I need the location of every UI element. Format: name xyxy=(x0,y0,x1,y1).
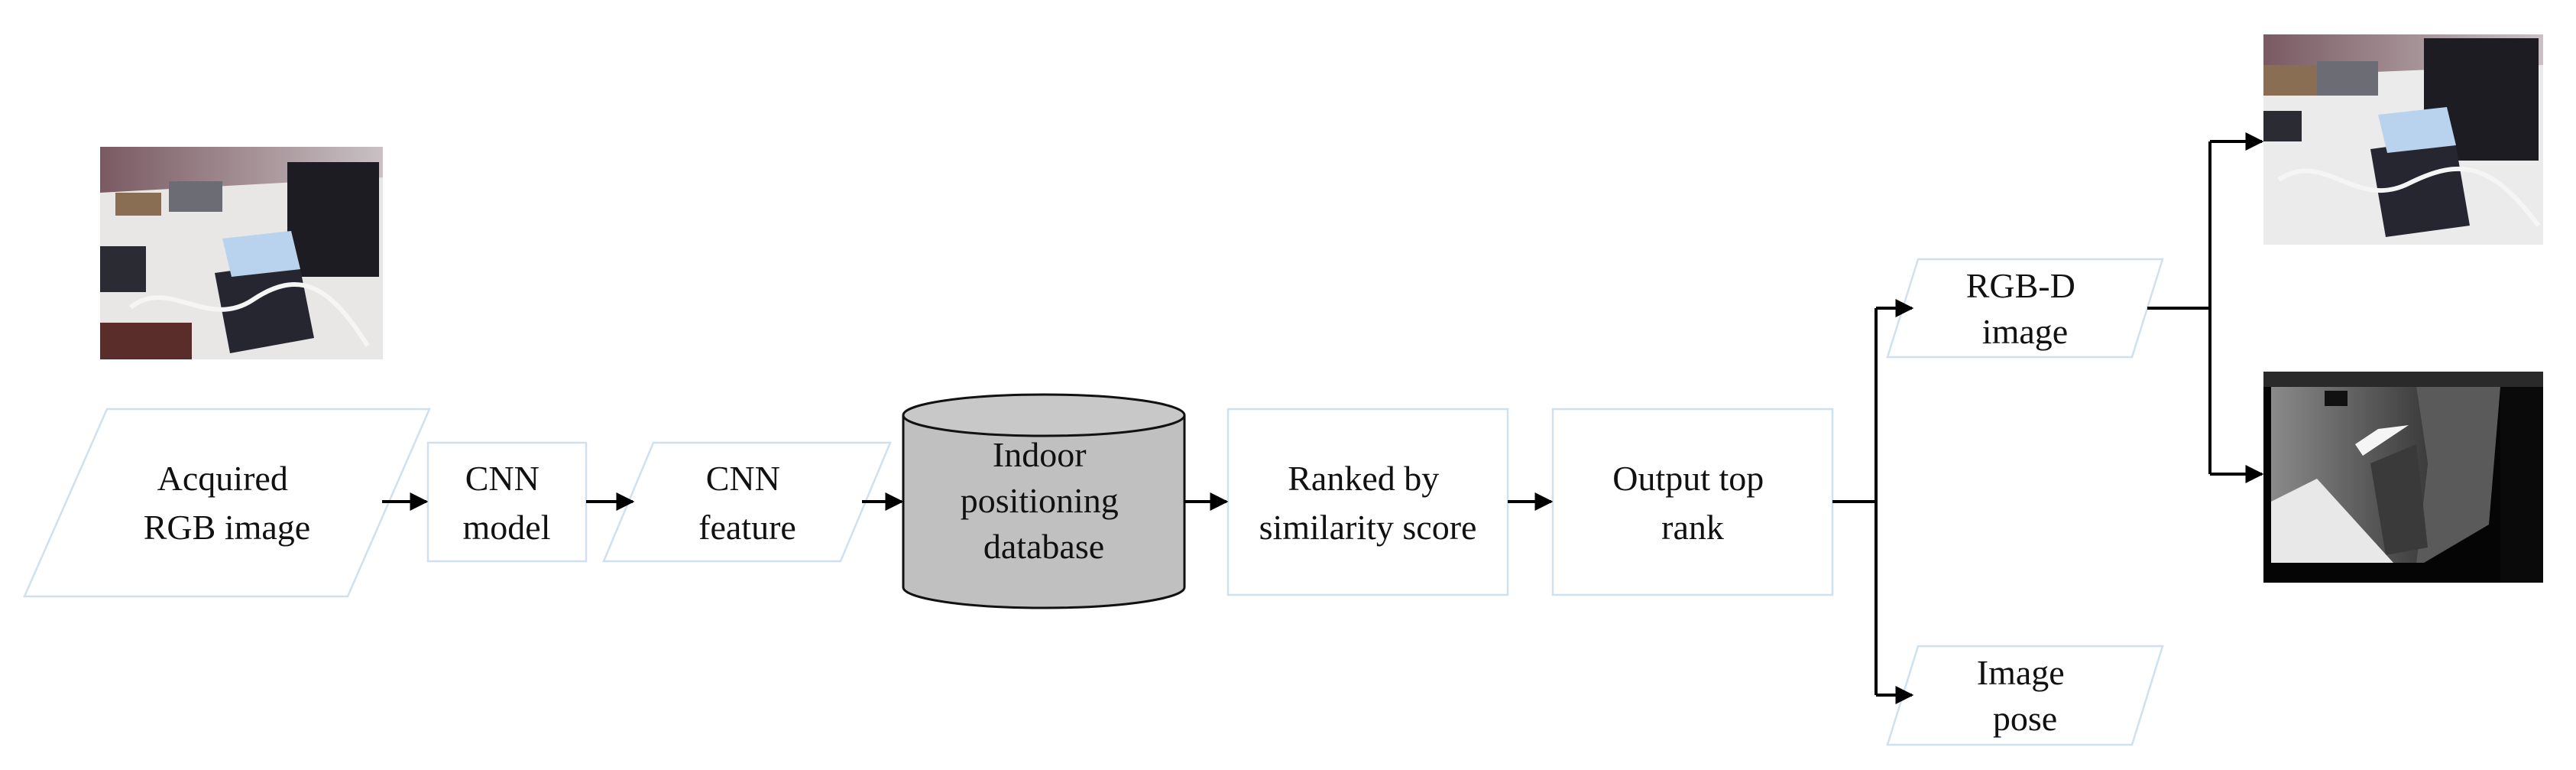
ranked-line-1: Ranked by xyxy=(1288,459,1439,498)
cnn-feature-line-1: CNN xyxy=(706,459,780,498)
svg-text:CNN feature: CNN feature xyxy=(698,459,796,547)
svg-text:RGB-D image: RGB-D image xyxy=(1966,266,2085,351)
output-top-rank-node: Output top rank xyxy=(1551,408,1834,596)
database-line-1: Indoor xyxy=(993,435,1087,474)
acquired-rgb-image-line-1: Acquired xyxy=(157,459,288,498)
output-top-rank-line-1: Output top xyxy=(1612,459,1764,498)
image-pose-line-1: Image xyxy=(1977,653,2065,692)
svg-text:Indoor positioning: Indoor positioning database xyxy=(961,435,1128,566)
svg-text:CNN model: CNN model xyxy=(463,459,551,547)
database-line-3: database xyxy=(983,527,1104,566)
svg-text:Acquired RGB image: Acquired RGB image xyxy=(144,459,310,547)
indoor-positioning-database-node: Indoor positioning database xyxy=(902,393,1186,609)
ranked-line-2: similarity score xyxy=(1259,508,1477,547)
retrieved-rgb-photo xyxy=(2263,34,2543,245)
connectors xyxy=(382,132,2264,704)
retrieved-depth-map xyxy=(2263,372,2543,583)
svg-text:Ranked by similarity sco: Ranked by similarity score xyxy=(1259,459,1477,547)
cnn-model-node: CNN model xyxy=(426,441,588,563)
svg-text:Output top rank: Output top rank xyxy=(1612,459,1773,547)
image-pose-line-2: pose xyxy=(1993,699,2057,738)
rgbd-image-node: RGB-D image xyxy=(1886,258,2164,359)
output-top-rank-line-2: rank xyxy=(1661,508,1724,547)
cnn-model-line-2: model xyxy=(463,508,551,547)
cnn-feature-node: CNN feature xyxy=(602,441,892,563)
rgbd-image-line-2: image xyxy=(1982,312,2068,351)
query-photo xyxy=(100,147,383,359)
cnn-model-line-1: CNN xyxy=(465,459,540,498)
cnn-feature-line-2: feature xyxy=(698,508,796,547)
rgbd-image-line-1: RGB-D xyxy=(1966,266,2075,305)
acquired-rgb-image-node: Acquired RGB image xyxy=(23,408,431,598)
image-pose-node: Image pose xyxy=(1886,645,2164,746)
svg-text:Image pose: Image pose xyxy=(1977,653,2073,738)
acquired-rgb-image-line-2: RGB image xyxy=(144,508,310,547)
ranked-by-similarity-node: Ranked by similarity score xyxy=(1226,408,1509,596)
database-line-2: positioning xyxy=(961,481,1119,520)
